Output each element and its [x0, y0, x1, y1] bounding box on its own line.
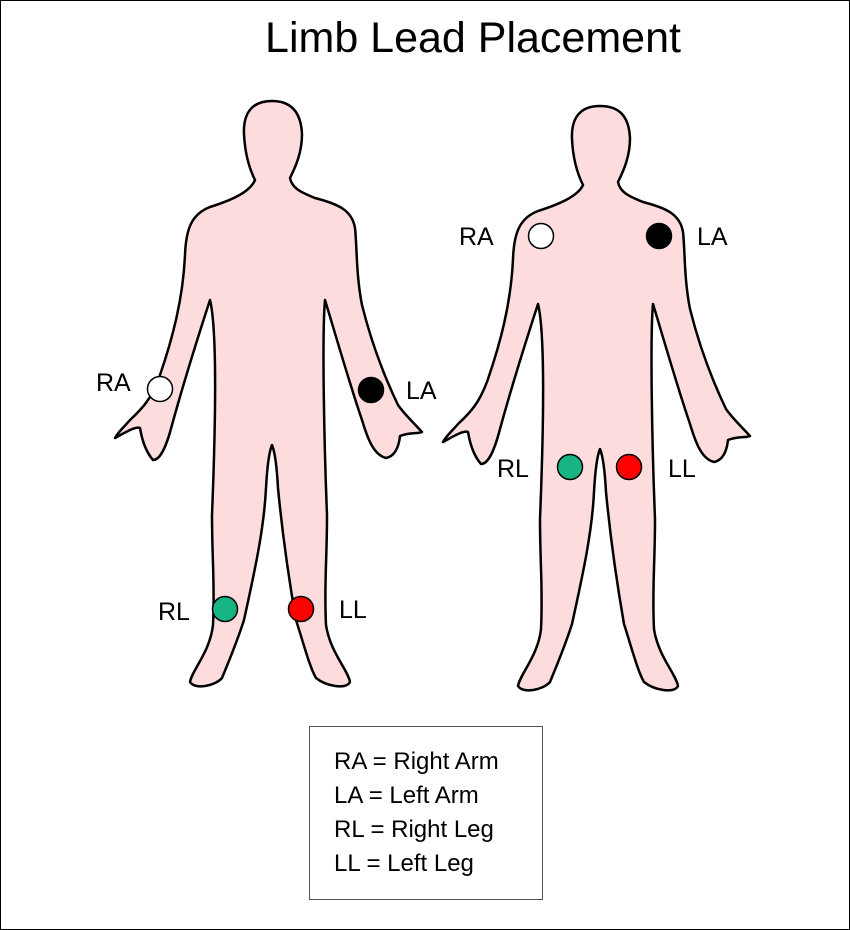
body-figure-torso-placement: RA LA RL LL — [441, 104, 752, 692]
label-ll: LL — [339, 596, 367, 624]
body-silhouette-left — [113, 99, 424, 688]
legend-box: RA = Right Arm LA = Left Arm RL = Right … — [309, 726, 543, 900]
electrode-ra — [146, 375, 174, 403]
label-ra: RA — [96, 369, 131, 397]
body-figure-limb-placement: RA LA RL LL — [96, 99, 437, 688]
electrode-rl — [556, 453, 584, 481]
label-ra: RA — [459, 223, 494, 251]
label-ll: LL — [668, 455, 696, 483]
legend-item-la: LA = Left Arm — [334, 782, 479, 809]
label-la: LA — [697, 223, 728, 251]
body-silhouette-right — [441, 104, 752, 692]
electrode-ra — [527, 222, 555, 250]
legend-item-ra: RA = Right Arm — [334, 748, 499, 775]
label-rl: RL — [158, 598, 190, 626]
label-rl: RL — [497, 455, 529, 483]
electrode-la — [357, 376, 385, 404]
electrode-ll — [287, 595, 315, 623]
diagram-title: Limb Lead Placement — [265, 14, 681, 62]
electrode-ll — [615, 453, 643, 481]
electrode-rl — [211, 595, 239, 623]
legend-item-ll: LL = Left Leg — [334, 850, 474, 877]
electrode-la — [645, 222, 673, 250]
legend-item-rl: RL = Right Leg — [334, 816, 494, 843]
label-la: LA — [406, 377, 437, 405]
